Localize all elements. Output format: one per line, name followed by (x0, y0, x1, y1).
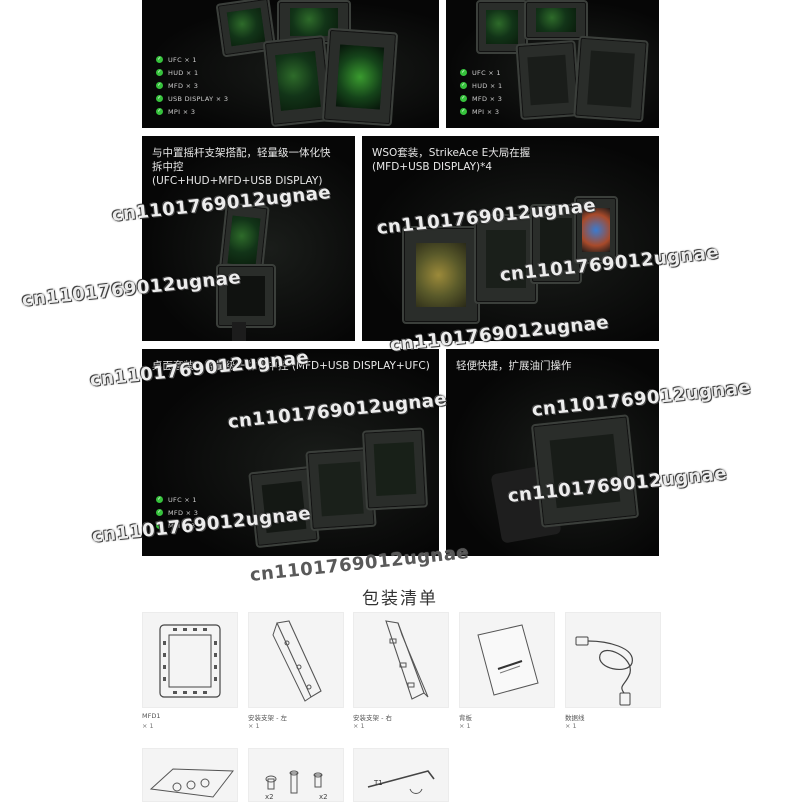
package-item-backplate (459, 612, 555, 708)
checklist-item: ✓HUD × 1 (460, 81, 503, 90)
checklist-item: ✓MPI × 3 (156, 107, 196, 116)
check-icon: ✓ (156, 108, 163, 115)
config-checklist: ✓UFC × 1 ✓HUD × 1 ✓MFD × 3 ✓USB DISPLAY … (156, 53, 228, 118)
device-stack-image (202, 201, 292, 341)
check-icon: ✓ (156, 82, 163, 89)
checklist-item: ✓MPI × 3 (460, 107, 500, 116)
package-item-qty: × 1 (142, 722, 154, 730)
package-item-name: 安装支架 - 右 (353, 714, 392, 722)
checklist-item: ✓MFD × 3 (156, 81, 199, 90)
check-icon: ✓ (460, 82, 467, 89)
section-title-package-list: 包装清单 (362, 589, 438, 609)
product-panel-top-left: ✓UFC × 1 ✓HUD × 1 ✓MFD × 3 ✓USB DISPLAY … (142, 0, 439, 128)
checklist-item: ✓MFD × 3 (156, 508, 199, 517)
package-item-name: 背板 (459, 714, 472, 722)
package-item-qty: × 1 (459, 722, 471, 730)
checklist-item: ✓MPI × 3 (156, 521, 196, 530)
tool-label: T1 (374, 779, 383, 787)
bracket-right-sketch-icon (385, 620, 429, 700)
check-icon: ✓ (156, 522, 163, 529)
package-item-mount-plate (142, 748, 238, 802)
check-icon: ✓ (460, 95, 467, 102)
device-cluster-image (215, 0, 427, 128)
screws-qty-b: x2 (319, 793, 328, 801)
checklist-item: ✓MFD × 3 (460, 94, 503, 103)
check-icon: ✓ (156, 95, 163, 102)
panel-title: 桌面套装，轻量级一体化中控 (MFD+USB DISPLAY+UFC) (152, 360, 430, 372)
package-item-qty: × 1 (248, 722, 260, 730)
checklist-item: ✓USB DISPLAY × 3 (156, 94, 229, 103)
package-item-bracket-right (353, 612, 449, 708)
config-checklist: ✓UFC × 1 ✓HUD × 1 ✓MFD × 3 ✓MPI × 3 (460, 66, 502, 118)
package-item-qty: × 1 (565, 722, 577, 730)
checklist-item: ✓UFC × 1 (156, 495, 197, 504)
check-icon: ✓ (156, 496, 163, 503)
package-item-name: 数据线 (565, 714, 585, 722)
package-item-qty: × 1 (353, 722, 365, 730)
product-panel-low-left: 桌面套装，轻量级一体化中控 (MFD+USB DISPLAY+UFC) ✓UFC… (142, 349, 439, 556)
device-single-image (490, 409, 646, 549)
package-item-name: MFD1 (142, 712, 161, 720)
cable-sketch-icon (575, 636, 633, 706)
check-icon: ✓ (156, 69, 163, 76)
product-panel-mid-left: 与中置摇杆支架搭配，轻量级一体化快 拆中控 (UFC+HUD+MFD+USB D… (142, 136, 355, 341)
package-item-cable (565, 612, 661, 708)
checklist-item: ✓HUD × 1 (156, 68, 199, 77)
checklist-item: ✓UFC × 1 (460, 68, 501, 77)
bracket-left-sketch-icon (272, 620, 322, 702)
checklist-item: ✓UFC × 1 (156, 55, 197, 64)
package-item-mfd (142, 612, 238, 708)
product-panel-mid-right: WSO套装，StrikeAce E大局在握 (MFD+USB DISPLAY)*… (362, 136, 659, 341)
mfd-sketch-icon (159, 624, 221, 698)
product-panel-top-right: ✓UFC × 1 ✓HUD × 1 ✓MFD × 3 ✓MPI × 3 (446, 0, 659, 128)
package-item-hex-key: T1 (353, 748, 449, 802)
hex-key-sketch-icon (367, 770, 435, 794)
package-item-name: 安装支架 - 左 (248, 714, 287, 722)
check-icon: ✓ (156, 509, 163, 516)
check-icon: ✓ (460, 108, 467, 115)
panel-title: 轻便快捷，扩展油门操作 (456, 360, 572, 372)
mount-plate-sketch-icon (149, 768, 234, 798)
panel-title: 与中置摇杆支架搭配，轻量级一体化快 拆中控 (UFC+HUD+MFD+USB D… (152, 147, 331, 187)
package-item-screws: x2 x2 (248, 748, 344, 802)
panel-title: WSO套装，StrikeAce E大局在握 (MFD+USB DISPLAY)*… (372, 147, 531, 173)
product-panel-low-right: 轻便快捷，扩展油门操作 (446, 349, 659, 556)
device-row-image (402, 196, 642, 326)
check-icon: ✓ (156, 56, 163, 63)
check-icon: ✓ (460, 69, 467, 76)
device-row-image (248, 427, 432, 549)
screws-qty-a: x2 (265, 793, 274, 801)
screws-sketch-icon (265, 770, 323, 794)
config-checklist: ✓UFC × 1 ✓MFD × 3 ✓MPI × 3 (156, 493, 198, 532)
backplate-sketch-icon (477, 624, 539, 696)
package-item-bracket-left (248, 612, 344, 708)
device-cluster-image (476, 0, 656, 128)
